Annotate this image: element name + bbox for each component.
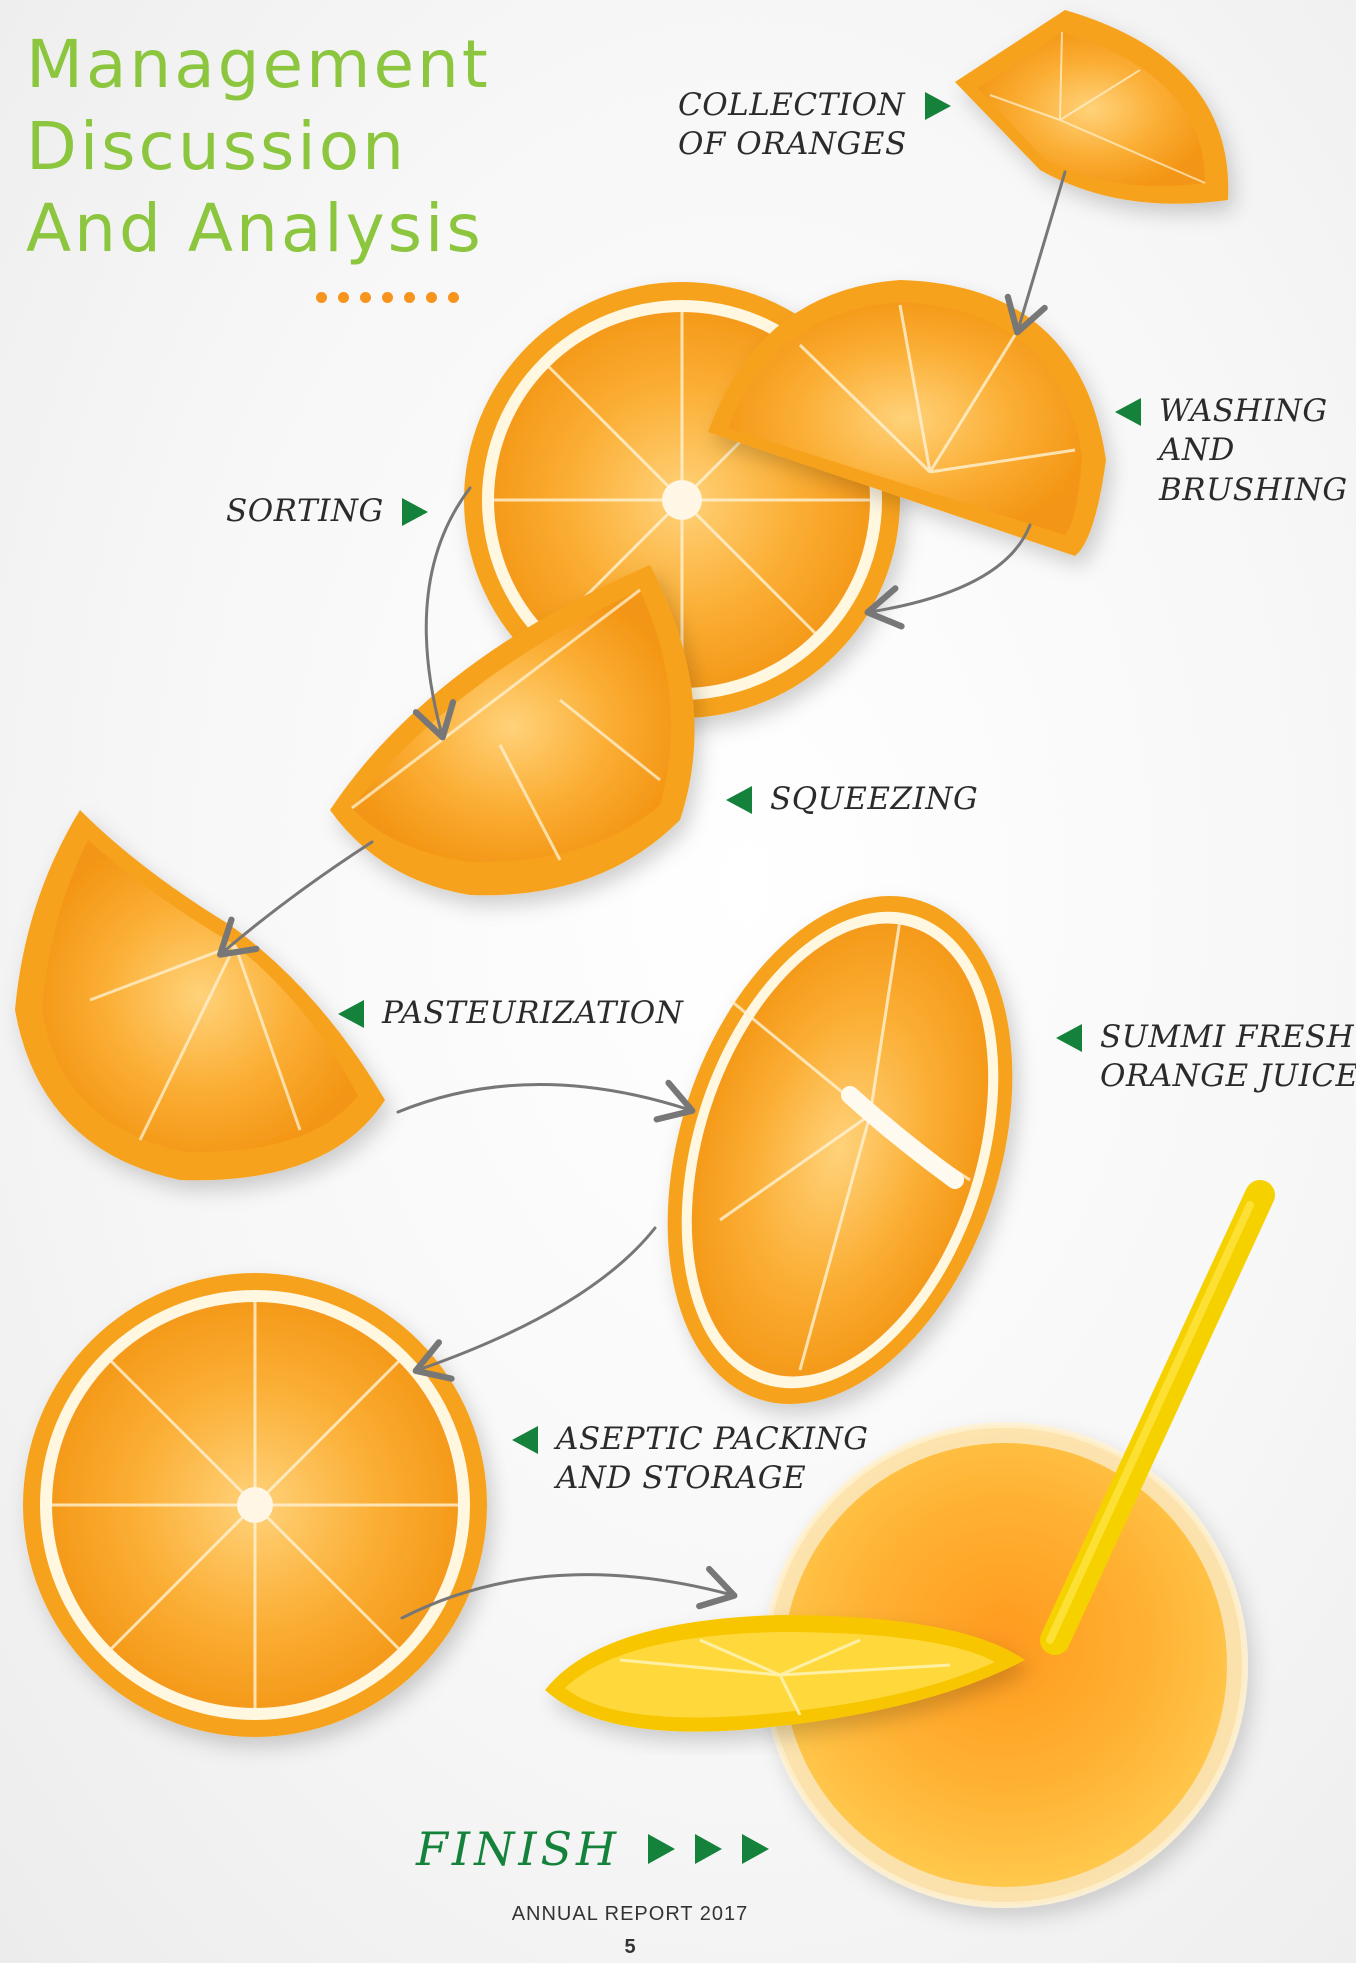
- right-triangle-icon: [925, 92, 951, 120]
- finish-marker: FINISH: [416, 1822, 769, 1876]
- step-pasteurization: PASTEURIZATION: [338, 994, 683, 1033]
- left-triangle-icon: [338, 1000, 364, 1028]
- orange-slice-aseptic: [23, 1273, 487, 1737]
- step-aseptic-line-1: ASEPTIC PACKING: [556, 1420, 869, 1459]
- step-squeezing-line-1: SQUEEZING: [770, 780, 978, 819]
- step-collection-line-1: COLLECTION: [678, 86, 907, 125]
- page-title-line-3: And Analysis: [26, 196, 484, 262]
- dot: [360, 292, 371, 303]
- step-washing-line-1: WASHING: [1159, 392, 1348, 431]
- step-pasteurization-line-1: PASTEURIZATION: [382, 994, 683, 1033]
- step-sorting-line-1: SORTING: [226, 492, 384, 531]
- left-triangle-icon: [512, 1426, 538, 1454]
- step-washing-line-3: BRUSHING: [1159, 471, 1348, 510]
- arrow-collection-to-washing: [1018, 172, 1065, 330]
- step-washing: WASHING AND BRUSHING: [1115, 392, 1348, 510]
- finish-arrows: [648, 1834, 769, 1864]
- step-washing-line-2: AND: [1159, 431, 1348, 470]
- footer-report-title: ANNUAL REPORT 2017: [0, 1903, 1260, 1926]
- dot: [382, 292, 393, 303]
- right-triangle-icon: [695, 1834, 722, 1864]
- right-triangle-icon: [402, 498, 428, 526]
- dot: [448, 292, 459, 303]
- dot: [316, 292, 327, 303]
- step-sorting: SORTING: [226, 492, 428, 531]
- arrow-pasteurization-to-summi: [398, 1084, 690, 1112]
- orange-slice-summi: [607, 851, 1073, 1448]
- step-aseptic: ASEPTIC PACKING AND STORAGE: [512, 1420, 869, 1499]
- decorative-dots: [316, 292, 459, 303]
- dot: [338, 292, 349, 303]
- page-number: 5: [0, 1936, 1260, 1959]
- left-triangle-icon: [1056, 1024, 1082, 1052]
- left-triangle-icon: [1115, 398, 1141, 426]
- step-summi: SUMMI FRESH ORANGE JUICE: [1056, 1018, 1356, 1097]
- step-summi-line-1: SUMMI FRESH: [1100, 1018, 1356, 1057]
- step-summi-line-2: ORANGE JUICE: [1100, 1057, 1356, 1096]
- dot: [404, 292, 415, 303]
- right-triangle-icon: [742, 1834, 769, 1864]
- step-collection-line-2: OF ORANGES: [678, 125, 907, 164]
- dot: [426, 292, 437, 303]
- left-triangle-icon: [726, 786, 752, 814]
- orange-wedge-pasteurization: [15, 810, 385, 1180]
- step-aseptic-line-2: AND STORAGE: [556, 1459, 869, 1498]
- step-collection: COLLECTION OF ORANGES: [678, 86, 951, 165]
- page-title-line-2: Discussion: [26, 114, 407, 180]
- step-squeezing: SQUEEZING: [726, 780, 978, 819]
- orange-wedge-collection: [955, 10, 1228, 204]
- right-triangle-icon: [648, 1834, 675, 1864]
- finish-label: FINISH: [416, 1822, 620, 1876]
- page-title-line-1: Management: [26, 32, 491, 98]
- arrow-summi-to-aseptic: [418, 1228, 655, 1370]
